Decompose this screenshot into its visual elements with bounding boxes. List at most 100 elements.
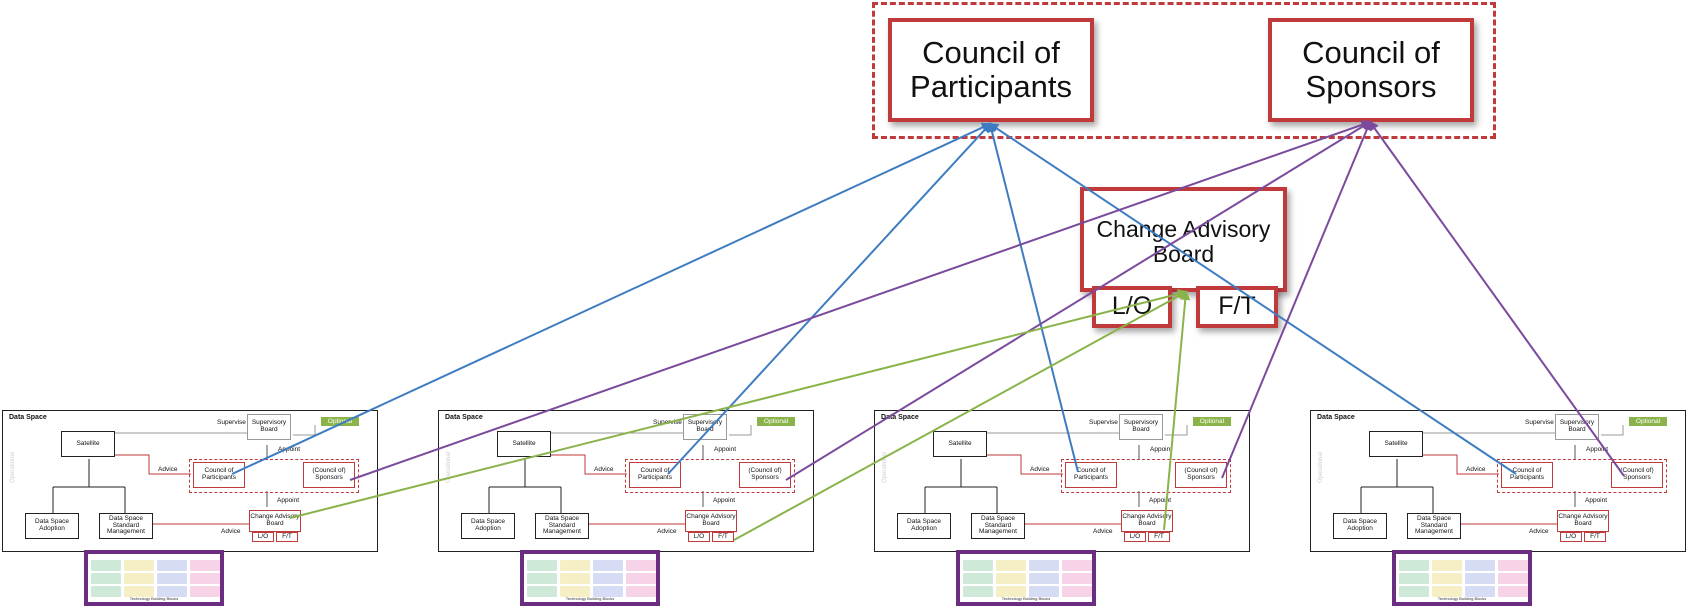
link-p2-change <box>733 291 1188 541</box>
building-block-cell <box>963 560 993 571</box>
technology-building-blocks-thumbnail[interactable]: Technology Building Blocks <box>520 550 660 606</box>
panel-council-of-sponsors[interactable]: (Council of) Sponsors <box>739 462 791 488</box>
supervise-label: Supervise <box>1089 419 1118 426</box>
advice-label: Advice <box>158 466 178 473</box>
panel-change-advisory-board[interactable]: Change Advisory Board <box>249 510 301 532</box>
panel-change-advisory-board[interactable]: Change Advisory Board <box>685 510 737 532</box>
building-block-cell <box>963 573 993 584</box>
panel-council-of-participants[interactable]: Council of Participants <box>193 462 245 488</box>
panel-title: Data Space <box>9 414 47 421</box>
data-space-standard-management-box[interactable]: Data Space Standard Management <box>535 513 589 539</box>
panel-ft-box[interactable]: F/T <box>276 532 298 542</box>
data-space-adoption-box[interactable]: Data Space Adoption <box>897 513 951 539</box>
link-p3-change <box>1163 290 1191 531</box>
council-of-participants-box[interactable]: Council of Participants <box>888 18 1094 122</box>
optional-badge: Optional <box>321 417 359 426</box>
building-block-cell <box>1399 586 1429 597</box>
supervise-label: Supervise <box>1525 419 1554 426</box>
panel-council-of-participants[interactable]: Council of Participants <box>1501 462 1553 488</box>
building-block-cell <box>1432 560 1462 571</box>
panel-title: Data Space <box>1317 414 1355 421</box>
panel-title: Data Space <box>445 414 483 421</box>
technology-building-blocks-label: Technology Building Blocks <box>129 596 179 601</box>
council-of-sponsors-box[interactable]: Council of Sponsors <box>1268 18 1474 122</box>
link-p1-change <box>289 289 1188 519</box>
building-block-cell <box>626 560 656 571</box>
supervisory-board-box[interactable]: Supervisory Board <box>247 414 291 440</box>
panel-ft-box[interactable]: F/T <box>1148 532 1170 542</box>
advice-label: Advice <box>594 466 614 473</box>
technology-building-blocks-thumbnail[interactable]: Technology Building Blocks <box>1392 550 1532 606</box>
technology-building-blocks-thumbnail[interactable]: Technology Building Blocks <box>84 550 224 606</box>
connector-line <box>729 425 752 436</box>
panel-ft-box[interactable]: F/T <box>1584 532 1606 542</box>
panel-lo-box[interactable]: L/O <box>1124 532 1146 542</box>
satellite-box[interactable]: Satellite <box>497 431 551 457</box>
technology-building-blocks-label: Technology Building Blocks <box>1001 596 1051 601</box>
supervisory-board-box[interactable]: Supervisory Board <box>1119 414 1163 440</box>
panel-change-advisory-board[interactable]: Change Advisory Board <box>1121 510 1173 532</box>
connector-line <box>1423 454 1499 475</box>
building-block-cell <box>1498 560 1528 571</box>
building-block-cell <box>1062 586 1092 597</box>
link-p4-sponsors <box>1368 120 1625 477</box>
appoint-label: Appoint <box>278 446 301 453</box>
governance-councils-group <box>872 2 1496 139</box>
building-block-cell <box>157 586 187 597</box>
panel-council-of-participants[interactable]: Council of Participants <box>629 462 681 488</box>
panel-title: Data Space <box>881 414 919 421</box>
advice-label: Advice <box>1030 466 1050 473</box>
building-block-cell <box>560 573 590 584</box>
building-block-cell <box>1399 560 1429 571</box>
panel-council-of-sponsors[interactable]: (Council of) Sponsors <box>303 462 355 488</box>
satellite-box[interactable]: Satellite <box>61 431 115 457</box>
advice-label-2: Advice <box>221 528 241 535</box>
council-of-participants-label: Council of Participants <box>910 34 1072 104</box>
panel-council-of-sponsors[interactable]: (Council of) Sponsors <box>1611 462 1663 488</box>
panel-lo-box[interactable]: L/O <box>252 532 274 542</box>
building-block-cell <box>1399 573 1429 584</box>
data-space-adoption-box[interactable]: Data Space Adoption <box>25 513 79 539</box>
data-space-adoption-box[interactable]: Data Space Adoption <box>461 513 515 539</box>
link-p2-participants <box>667 122 992 475</box>
supervisory-board-box[interactable]: Supervisory Board <box>1555 414 1599 440</box>
building-block-cell <box>91 586 121 597</box>
link-p2-sponsors <box>785 120 1372 481</box>
link-p1-sponsors <box>349 119 1372 481</box>
appoint-label-2: Appoint <box>1149 497 1172 504</box>
optional-badge: Optional <box>1629 417 1667 426</box>
technology-building-blocks-label: Technology Building Blocks <box>1437 596 1487 601</box>
data-space-standard-management-box[interactable]: Data Space Standard Management <box>1407 513 1461 539</box>
building-block-cell <box>1029 560 1059 571</box>
connector-line <box>115 454 191 475</box>
building-block-cell <box>626 573 656 584</box>
building-block-cell <box>1432 573 1462 584</box>
change-advisory-board-box[interactable]: Change Advisory Board <box>1080 187 1287 292</box>
advice-label-2: Advice <box>657 528 677 535</box>
panel-lo-box[interactable]: L/O <box>1560 532 1582 542</box>
panel-lo-box[interactable]: L/O <box>688 532 710 542</box>
building-block-cell <box>157 560 187 571</box>
panel-ft-box[interactable]: F/T <box>712 532 734 542</box>
panel-council-of-participants[interactable]: Council of Participants <box>1065 462 1117 488</box>
satellite-box[interactable]: Satellite <box>1369 431 1423 457</box>
data-space-standard-management-box[interactable]: Data Space Standard Management <box>99 513 153 539</box>
building-block-cell <box>91 573 121 584</box>
data-space-standard-management-box[interactable]: Data Space Standard Management <box>971 513 1025 539</box>
building-block-cell <box>963 586 993 597</box>
connector-line <box>1601 425 1624 436</box>
panel-change-advisory-board[interactable]: Change Advisory Board <box>1557 510 1609 532</box>
building-block-cell <box>190 573 220 584</box>
panel-council-of-sponsors[interactable]: (Council of) Sponsors <box>1175 462 1227 488</box>
satellite-box[interactable]: Satellite <box>933 431 987 457</box>
data-space-adoption-box[interactable]: Data Space Adoption <box>1333 513 1387 539</box>
building-block-cell <box>124 573 154 584</box>
connector-line <box>987 454 1063 475</box>
appoint-label-2: Appoint <box>277 497 300 504</box>
building-block-cell <box>560 586 590 597</box>
technology-building-blocks-thumbnail[interactable]: Technology Building Blocks <box>956 550 1096 606</box>
building-block-cell <box>626 586 656 597</box>
